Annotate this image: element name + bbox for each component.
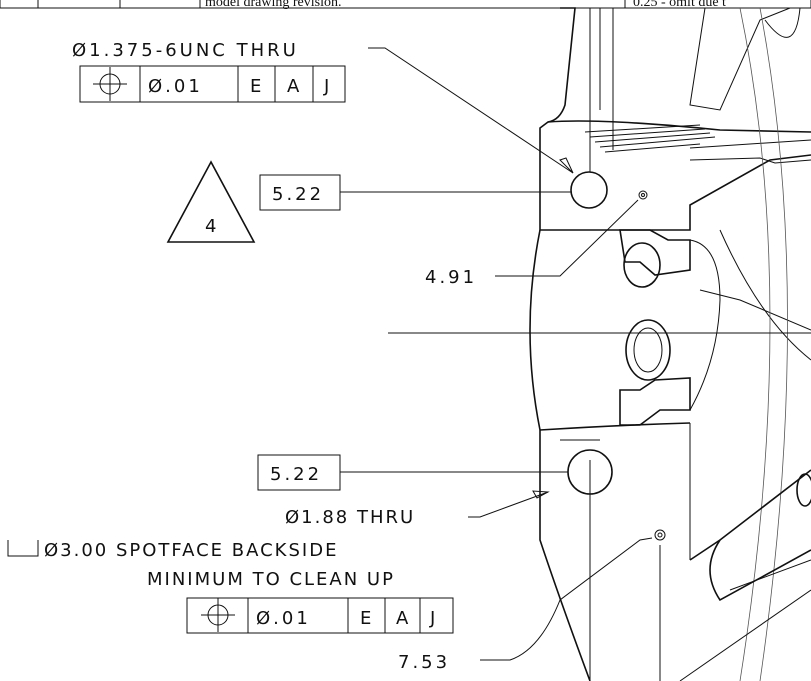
basic-dim-upper-value: 5.22 <box>272 184 324 205</box>
part-outline <box>529 7 811 681</box>
position-symbol-icon <box>93 67 127 101</box>
basic-dim-lower: 5.22 <box>257 454 568 491</box>
through-hole-spec: Ø1.88 THRU <box>285 507 415 528</box>
title-block-strip: model drawing revision. 0.25 - omit due … <box>0 0 811 10</box>
spotface-symbol-icon <box>7 540 39 557</box>
basic-dim-lower-value: 5.22 <box>270 464 322 485</box>
revision-note-text: model drawing revision. <box>205 0 341 10</box>
dim-small-hole-lower-value: 7.53 <box>398 652 450 673</box>
small-hole-upper <box>638 190 648 200</box>
fcf-upper-tolerance: Ø.01 <box>148 76 203 97</box>
tapped-hole-spec: Ø1.375-6UNC THRU <box>72 40 299 61</box>
fcf-lower: Ø.01 E A J <box>186 597 454 634</box>
small-hole-lower <box>654 529 666 681</box>
position-symbol-icon <box>201 598 235 632</box>
header-right-note: 0.25 - omit due t <box>633 0 726 10</box>
fcf-upper-datum-j: J <box>323 76 332 97</box>
revision-flag-number: 4 <box>205 216 219 237</box>
fcf-lower-tolerance: Ø.01 <box>256 608 311 629</box>
spotface-spec: Ø3.00 SPOTFACE BACKSIDE <box>44 540 338 561</box>
revision-flag-triangle: 4 <box>166 160 256 243</box>
dim-small-hole-upper-value: 4.91 <box>425 267 477 288</box>
fcf-upper-datum-e: E <box>250 76 264 97</box>
fcf-lower-datum-e: E <box>360 608 374 629</box>
dim-small-hole-lower: 7.53 <box>398 537 653 673</box>
fcf-lower-datum-j: J <box>429 608 438 629</box>
dim-small-hole-upper: 4.91 <box>425 199 639 288</box>
through-hole-callout: Ø1.88 THRU Ø3.00 SPOTFACE BACKSIDE MINIM… <box>7 490 550 634</box>
spotface-note: MINIMUM TO CLEAN UP <box>147 569 395 590</box>
tapped-hole-callout: Ø1.375-6UNC THRU Ø.01 E A J <box>72 40 574 174</box>
basic-dim-upper: 5.22 <box>259 174 571 211</box>
fcf-upper: Ø.01 E A J <box>79 65 346 103</box>
tapped-hole-upper <box>570 171 608 209</box>
fcf-upper-datum-a: A <box>287 76 302 97</box>
fcf-lower-datum-a: A <box>396 608 411 629</box>
